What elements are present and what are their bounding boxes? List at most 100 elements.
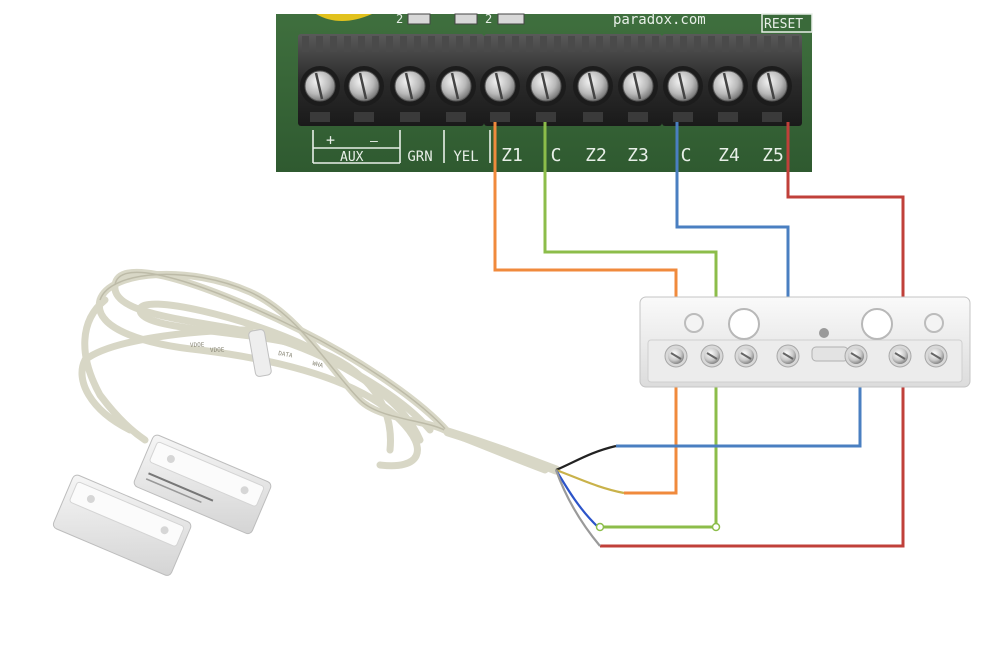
header-pin bbox=[497, 13, 525, 25]
header-pin bbox=[407, 13, 431, 25]
terminal-screw-icon[interactable] bbox=[300, 66, 340, 122]
terminal-rib bbox=[652, 36, 659, 52]
cable-coil-shade bbox=[99, 271, 449, 433]
terminal-ribs bbox=[302, 36, 799, 52]
terminal-block-2 bbox=[484, 34, 662, 126]
wire-sensor-blue bbox=[616, 360, 862, 448]
terminal-label: Z3 bbox=[627, 145, 649, 166]
terminal-rib bbox=[582, 36, 589, 52]
terminal-label: Z4 bbox=[718, 145, 740, 166]
terminal-screw-icon[interactable] bbox=[752, 66, 792, 122]
terminal-rib bbox=[666, 36, 673, 52]
wire-z5-red bbox=[600, 122, 905, 548]
terminal-rib bbox=[694, 36, 701, 52]
reset-button[interactable] bbox=[761, 13, 813, 33]
tamper-hole bbox=[819, 328, 829, 338]
cable-tie bbox=[248, 329, 272, 377]
wire-joint bbox=[595, 522, 605, 532]
strip-screw-icon[interactable] bbox=[734, 344, 758, 368]
strip-lower-rail bbox=[647, 339, 963, 383]
terminal-rib bbox=[680, 36, 687, 52]
alarm-control-board: 2 2 paradox.com RESET + — AUX GRN YEL Z1 C Z… bbox=[276, 12, 813, 172]
wire-z1-orange bbox=[493, 122, 678, 495]
terminal-screw-icon[interactable] bbox=[390, 66, 430, 122]
terminal-screw-icon[interactable] bbox=[663, 66, 703, 122]
terminal-rib bbox=[624, 36, 631, 52]
strip-screw-icon[interactable] bbox=[924, 344, 948, 368]
terminal-label: YEL bbox=[453, 149, 478, 165]
terminal-rib bbox=[764, 36, 771, 52]
exposed-conductors bbox=[554, 444, 625, 547]
mount-hole-large bbox=[861, 308, 893, 340]
terminal-rib bbox=[442, 36, 449, 52]
terminal-rib bbox=[386, 36, 393, 52]
yellow-component bbox=[316, 14, 372, 21]
reset-label: RESET bbox=[764, 17, 803, 32]
mount-hole bbox=[684, 313, 704, 333]
terminal-label: Z5 bbox=[762, 145, 784, 166]
strip-screw-icon[interactable] bbox=[888, 344, 912, 368]
sensor-switch-body bbox=[133, 434, 272, 535]
aux-plus-label: + bbox=[326, 131, 335, 149]
terminal-screw-icon[interactable] bbox=[480, 66, 520, 122]
strip-screw-icon[interactable] bbox=[664, 344, 688, 368]
terminal-screw-icon[interactable] bbox=[708, 66, 748, 122]
wire-com-blue bbox=[675, 122, 790, 352]
strip-screws bbox=[664, 344, 948, 368]
cable-print-text: WHA bbox=[312, 360, 325, 370]
terminal-rib bbox=[456, 36, 463, 52]
terminal-rib bbox=[526, 36, 533, 52]
terminal-rib bbox=[540, 36, 547, 52]
terminal-rib bbox=[330, 36, 337, 52]
terminal-rib bbox=[568, 36, 575, 52]
terminal-rib bbox=[778, 36, 785, 52]
terminal-label: C bbox=[681, 145, 692, 166]
strip-screw-icon[interactable] bbox=[700, 344, 724, 368]
sensor-magnet-body bbox=[52, 474, 192, 576]
terminal-rib bbox=[792, 36, 799, 52]
terminal-label: GRN bbox=[407, 149, 432, 165]
terminal-screw-icon[interactable] bbox=[344, 66, 384, 122]
terminal-rib bbox=[344, 36, 351, 52]
header-digit: 2 bbox=[485, 12, 492, 26]
tamper-switch bbox=[811, 346, 849, 362]
cable-print-text: VDOE bbox=[210, 346, 225, 354]
website-label: paradox.com bbox=[613, 12, 706, 28]
silkscreen bbox=[312, 130, 491, 164]
terminal-screw-icon[interactable] bbox=[618, 66, 658, 122]
terminal-rib bbox=[722, 36, 729, 52]
terminal-screw-icon[interactable] bbox=[436, 66, 476, 122]
terminal-rib bbox=[596, 36, 603, 52]
cable-jacket-end bbox=[443, 427, 561, 475]
aux-minus-label: — bbox=[370, 134, 378, 149]
strip-screw-icon[interactable] bbox=[844, 344, 868, 368]
terminal-screws bbox=[300, 66, 792, 122]
terminal-rib bbox=[428, 36, 435, 52]
terminal-label: Z2 bbox=[585, 145, 607, 166]
terminal-screw-icon[interactable] bbox=[526, 66, 566, 122]
wire-com-green bbox=[543, 122, 718, 529]
mount-hole-large bbox=[728, 308, 760, 340]
terminal-rib bbox=[512, 36, 519, 52]
cable-print-text: DATA bbox=[278, 350, 294, 359]
terminal-screw-icon[interactable] bbox=[573, 66, 613, 122]
header-digit: 2 bbox=[396, 12, 403, 26]
aux-label: AUX bbox=[340, 150, 364, 165]
terminal-rib bbox=[736, 36, 743, 52]
terminal-rib bbox=[638, 36, 645, 52]
terminal-rib bbox=[400, 36, 407, 52]
terminal-rib bbox=[610, 36, 617, 52]
terminal-label: Z1 bbox=[501, 145, 523, 166]
terminal-rib bbox=[750, 36, 757, 52]
terminal-rib bbox=[414, 36, 421, 52]
terminal-rib bbox=[554, 36, 561, 52]
mount-hole bbox=[924, 313, 944, 333]
strip-screw-icon[interactable] bbox=[776, 344, 800, 368]
wiring-lines bbox=[493, 122, 905, 548]
terminal-rib bbox=[498, 36, 505, 52]
terminal-rib bbox=[708, 36, 715, 52]
